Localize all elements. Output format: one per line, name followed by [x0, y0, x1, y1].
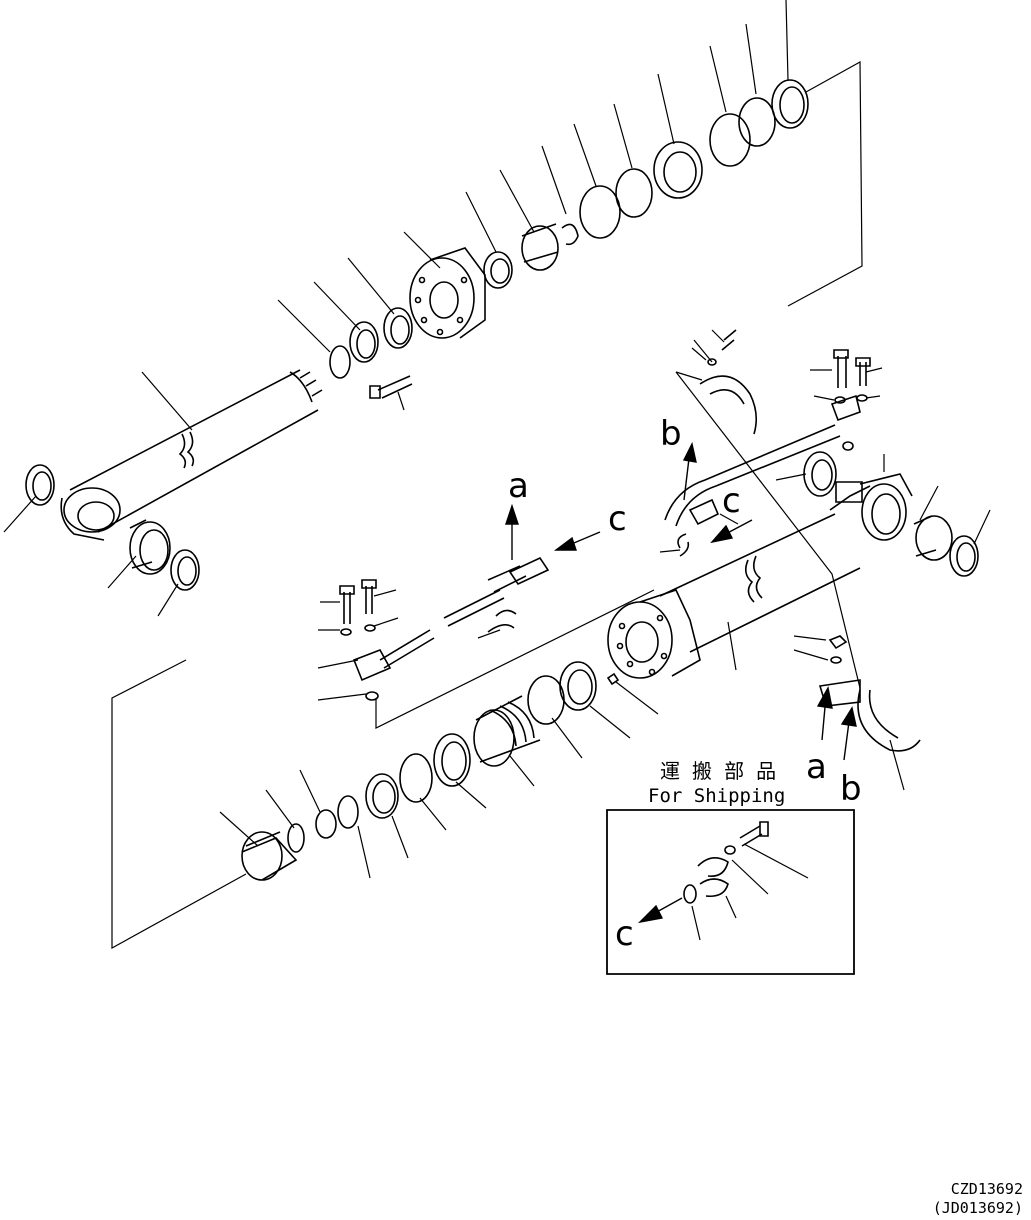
- for-shipping-inset: [607, 810, 854, 974]
- pipe-clamps: [488, 376, 920, 751]
- piston-parts: [242, 662, 596, 880]
- drawing-code-alt: (JD013692): [932, 1199, 1023, 1217]
- label-a-top: a: [508, 466, 529, 506]
- assembly-lines: [112, 62, 884, 948]
- callout-labels: a c b c a b c 運 搬 部 品 For Shipping: [508, 414, 862, 954]
- label-c-right: c: [608, 499, 627, 539]
- callout-arrows: [506, 444, 856, 922]
- cylinder-head: [410, 248, 485, 338]
- bottom-bushings: [804, 452, 978, 576]
- bolts-and-washers: [340, 330, 870, 700]
- label-a-bottom: a: [806, 747, 827, 787]
- leader-lines: [4, 0, 990, 878]
- head-seals-and-rings: [330, 80, 808, 378]
- rod-eye-bushings: [26, 465, 199, 590]
- drawing-code: CZD13692: [950, 1180, 1023, 1198]
- cylinder-tube: [608, 474, 912, 678]
- label-c-inset: c: [615, 914, 634, 954]
- piston-rod-assembly: [61, 370, 322, 540]
- label-c-mid: c: [722, 481, 741, 521]
- shipping-japanese: 運 搬 部 品: [660, 759, 776, 783]
- label-b-bottom: b: [840, 769, 862, 809]
- label-b-top: b: [660, 414, 682, 454]
- shipping-english: For Shipping: [648, 785, 785, 807]
- piping: [354, 396, 860, 680]
- head-bolt: [370, 376, 412, 398]
